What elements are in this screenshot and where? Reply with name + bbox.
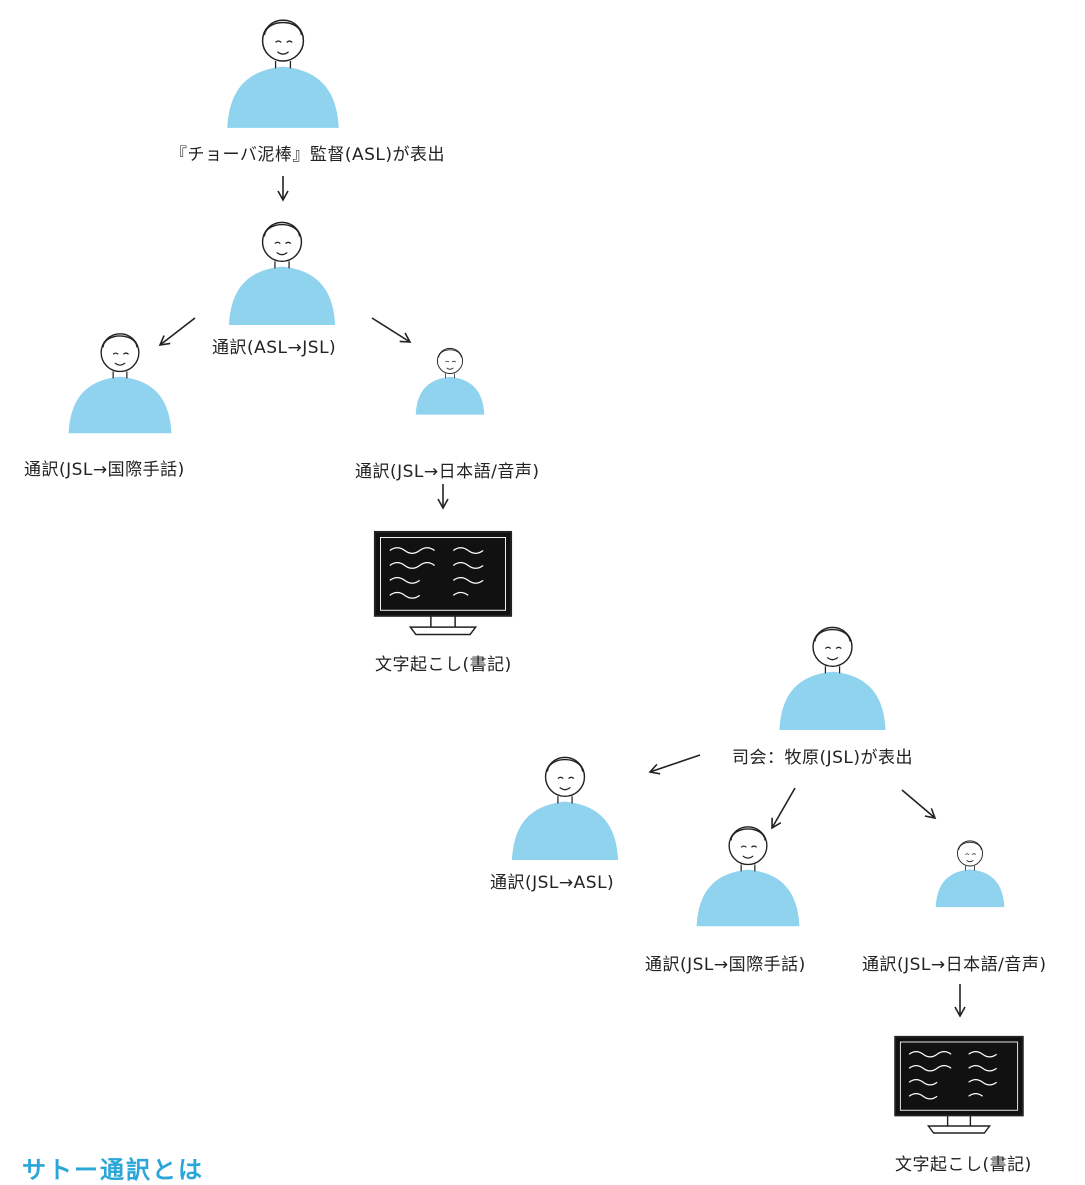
interpreter-jsl-asl-label: 通訳(JSL→ASL) — [490, 873, 615, 893]
transcription-monitor-2 — [888, 1035, 1030, 1140]
voice-interpreter-label: 通訳(JSL→日本語/音声) — [355, 462, 540, 482]
director-label: 『チョーバ泥棒』監督(ASL)が表出 — [170, 145, 445, 165]
interpreter-jsl-is-label: 通訳(JSL→国際手話) — [24, 460, 185, 480]
transcription-label: 文字起こし(書記) — [375, 655, 512, 675]
voice-interpreter-label-2: 通訳(JSL→日本語/音声) — [862, 955, 1047, 975]
section-title: サトー通訳とは — [22, 1156, 204, 1184]
transcription-label-2: 文字起こし(書記) — [895, 1155, 1032, 1175]
host-label: 司会：牧原(JSL)が表出 — [732, 748, 914, 768]
interpreter-jsl-is-label-2: 通訳(JSL→国際手話) — [645, 955, 806, 975]
interpreter-asl-jsl-label: 通訳(ASL→JSL) — [212, 338, 337, 358]
